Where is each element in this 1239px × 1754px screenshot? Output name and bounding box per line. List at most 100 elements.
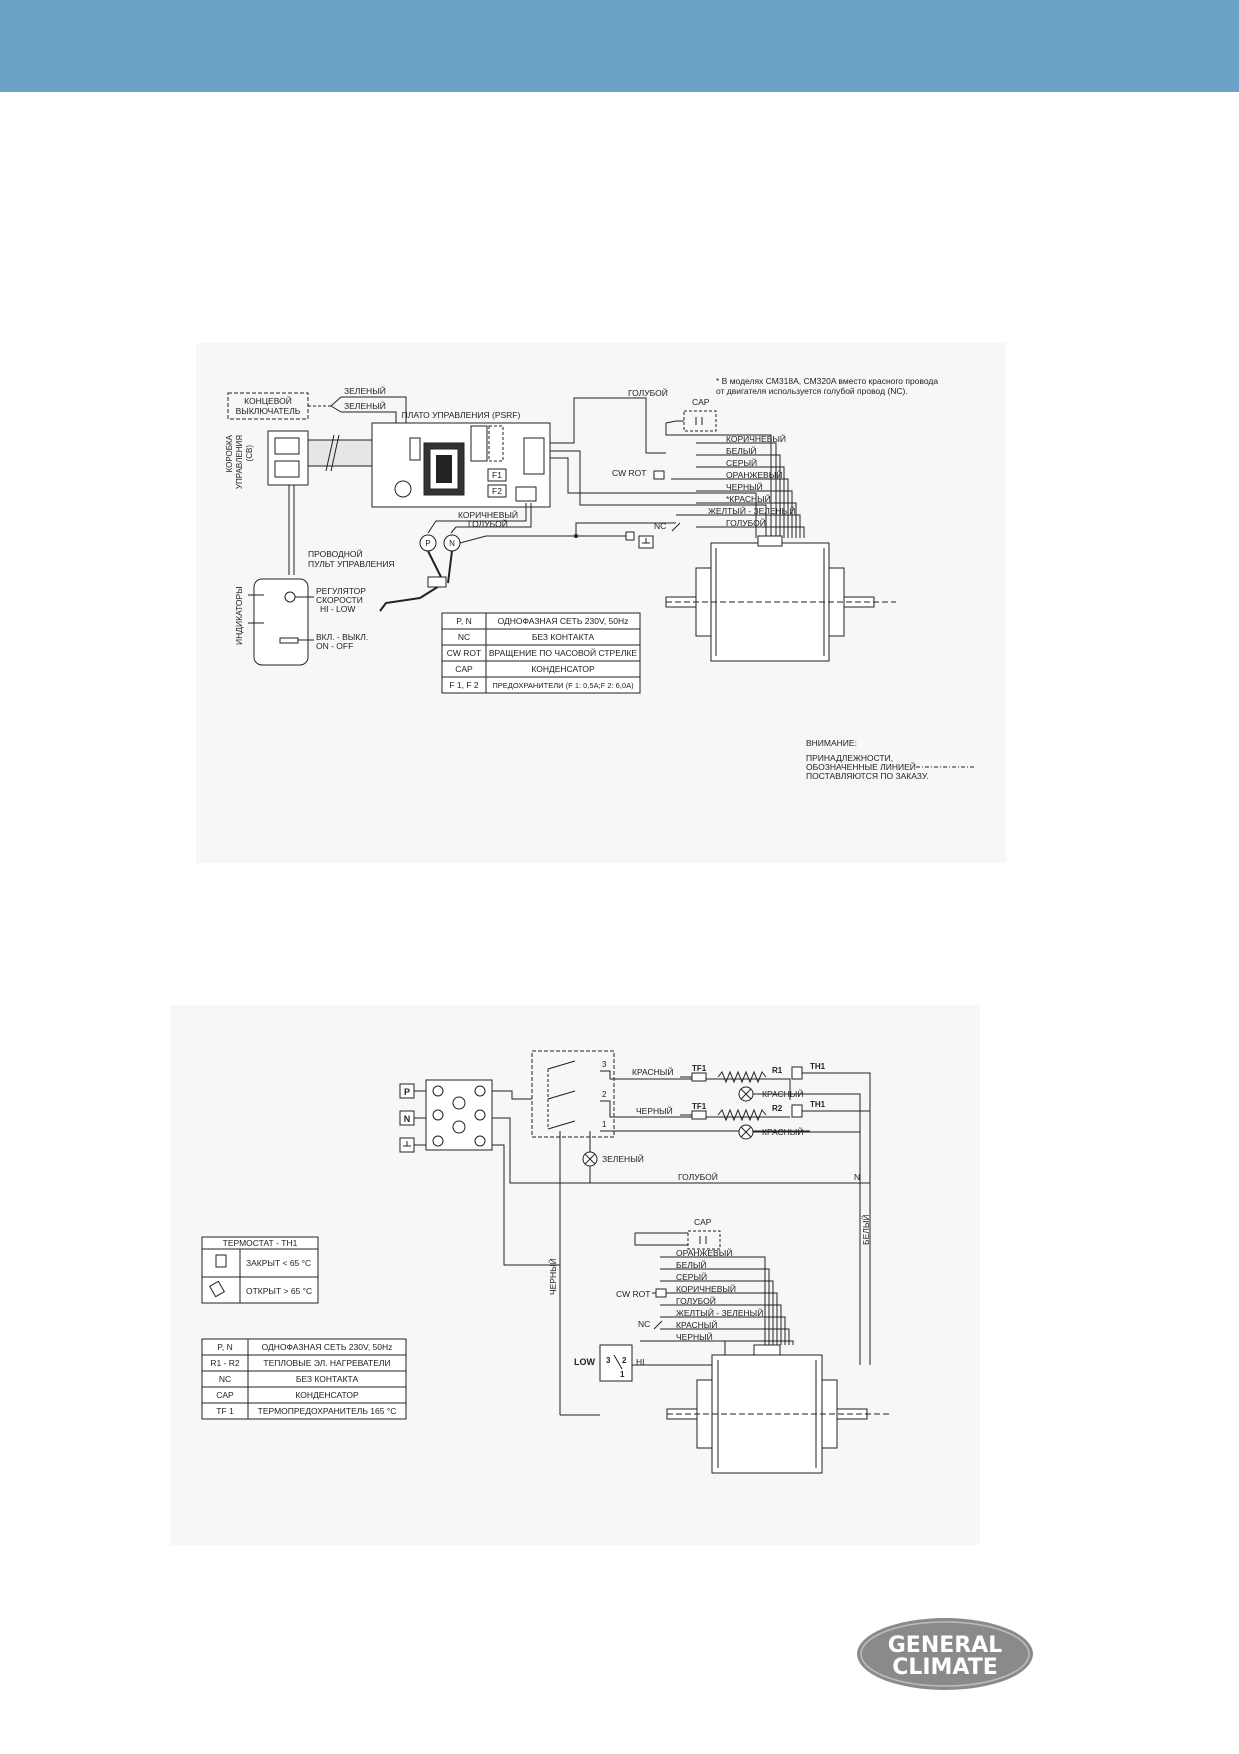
p-terminal-label-2: P xyxy=(404,1087,410,1097)
motor2-wire-label-6: ЖЕЛТЫЙ - ЗЕЛЕНЫЙ xyxy=(676,1307,763,1318)
legend1-text-2: БЕЗ КОНТАКТА xyxy=(532,632,595,642)
remote-label-2: ПУЛЬТ УПРАВЛЕНИЯ xyxy=(308,559,395,569)
speed-switch-num-1: 1 xyxy=(620,1370,625,1379)
legend2-code-5: TF 1 xyxy=(216,1406,234,1416)
thermostat-closed-icon xyxy=(215,1254,227,1268)
n-terminal-label-2: N xyxy=(404,1114,411,1124)
cap-label-2: CAP xyxy=(694,1217,712,1227)
wire-label-top-blue: ГОЛУБОЙ xyxy=(628,387,668,398)
tf1-label-1: TF1 xyxy=(692,1064,707,1073)
attention-label-4: ПОСТАВЛЯЮТСЯ ПО ЗАКАЗУ. xyxy=(806,771,928,781)
diagram-1-svg: * В моделях CM318A, CM320A вместо красно… xyxy=(225,376,976,781)
n-terminal-label: N xyxy=(449,539,455,548)
switch-number-1: 1 xyxy=(602,1120,607,1129)
r1-label: R1 xyxy=(772,1066,783,1075)
wire-label-blue-2: ГОЛУБОЙ xyxy=(678,1171,718,1182)
limit-switch-label-1: КОНЦЕВОЙ xyxy=(244,395,292,406)
fan-motor-icon xyxy=(665,535,896,662)
wire-label-black-vertical: ЧЕРНЫЙ xyxy=(547,1258,558,1295)
capacitor-icon-2 xyxy=(687,1230,721,1250)
speed-label-1: РЕГУЛЯТОР xyxy=(316,586,366,596)
p-terminal-label: P xyxy=(425,539,430,548)
cw-rot-label-2: CW ROT xyxy=(616,1289,650,1299)
motor-wire-label-3: СЕРЫЙ xyxy=(726,457,757,468)
legend2-code-3: NC xyxy=(219,1374,231,1384)
tf1-label-2: TF1 xyxy=(692,1102,707,1111)
n-end-label: N xyxy=(854,1172,860,1182)
motor-wire-label-1: КОРИЧНЕВЫЙ xyxy=(726,433,786,444)
nc-label-2: NC xyxy=(638,1319,650,1329)
motor2-wire-label-4: КОРИЧНЕВЫЙ xyxy=(676,1283,736,1294)
speed-switch-num-3: 3 xyxy=(606,1356,611,1365)
attention-label-3: ОБОЗНАЧЕННЫЕ ЛИНИЕЙ xyxy=(806,761,916,772)
speed-switch-num-2: 2 xyxy=(622,1356,627,1365)
legend1-text-4: КОНДЕНСАТОР xyxy=(531,664,595,674)
motor-wire-label-4: ОРАНЖЕВЫЙ xyxy=(726,469,782,480)
wire-label-brown: КОРИЧНЕВЫЙ xyxy=(458,509,518,520)
motor2-wire-label-7: КРАСНЫЙ xyxy=(676,1319,717,1330)
limit-switch-label-2: ВЫКЛЮЧАТЕЛЬ xyxy=(236,406,301,416)
logo-line-1: GENERAL xyxy=(888,1633,1003,1658)
control-box-label-1: КОРОБКА xyxy=(225,434,234,472)
wire-label-black: ЧЕРНЫЙ xyxy=(636,1105,673,1116)
legend2-code-2: R1 - R2 xyxy=(210,1358,240,1368)
wire-label-blue: ГОЛУБОЙ xyxy=(468,518,508,529)
legend1-code-2: NC xyxy=(458,632,470,642)
diagram-2-svg: P N 3 2 1 КРАСНЫЙ ЧЕРНЫЙ TF1 R1 TH1 КРАС… xyxy=(201,1050,890,1474)
control-box-label-3: (CB) xyxy=(245,445,254,462)
wiring-diagram-control-board: * В моделях CM318A, CM320A вместо красно… xyxy=(196,343,1006,863)
motor2-wire-label-1: ОРАНЖЕВЫЙ xyxy=(676,1247,732,1258)
motor-wire-label-6: *КРАСНЫЙ xyxy=(726,493,771,504)
speed-label-3: HI - LOW xyxy=(320,604,355,614)
legend1-text-3: ВРАЩЕНИЕ ПО ЧАСОВОЙ СТРЕЛКЕ xyxy=(489,647,638,658)
wiring-diagram-heater: P N 3 2 1 КРАСНЫЙ ЧЕРНЫЙ TF1 R1 TH1 КРАС… xyxy=(170,1005,980,1545)
wire-label-red: КРАСНЫЙ xyxy=(632,1066,673,1077)
legend2-code-4: CAP xyxy=(216,1390,234,1400)
motor-wire-label-8: ГОЛУБОЙ xyxy=(726,517,766,528)
cap-label: CAP xyxy=(692,397,710,407)
header-band xyxy=(0,0,1239,92)
nc-label: NC xyxy=(654,521,666,531)
general-climate-logo: GENERAL CLIMATE xyxy=(857,1618,1033,1690)
thermostat-table: ТЕРМОСТАТ - TH1 ЗАКРЫТ < 65 °C ОТКРЫТ > … xyxy=(201,1236,319,1304)
switch-number-3: 3 xyxy=(602,1060,607,1069)
th1-label-1: TH1 xyxy=(810,1062,826,1071)
onoff-label-2: ON - OFF xyxy=(316,641,353,651)
legend1-text-1: ОДНОФАЗНАЯ СЕТЬ 230V, 50Hz xyxy=(498,616,629,626)
motor-wire-label-5: ЧЕРНЫЙ xyxy=(726,481,763,492)
low-label: LOW xyxy=(574,1357,595,1367)
remote-label-1: ПРОВОДНОЙ xyxy=(308,548,363,559)
th1-label-2: TH1 xyxy=(810,1100,826,1109)
legend2-text-4: КОНДЕНСАТОР xyxy=(295,1390,359,1400)
thermostat-row-closed: ЗАКРЫТ < 65 °C xyxy=(246,1258,311,1268)
wired-remote-icon xyxy=(253,578,309,666)
legend2-text-5: ТЕРМОПРЕДОХРАНИТЕЛЬ 165 °C xyxy=(258,1406,397,1416)
r2-label: R2 xyxy=(772,1104,783,1113)
logo-line-2: CLIMATE xyxy=(892,1655,998,1680)
wire-label-white-vertical: БЕЛЫЙ xyxy=(860,1215,871,1245)
legend1-code-3: CW ROT xyxy=(447,648,481,658)
board-label: ПЛАТО УПРАВЛЕНИЯ (PSRF) xyxy=(402,410,521,420)
wire-label-green-1: ЗЕЛЕНЫЙ xyxy=(344,385,386,396)
note-line-2: от двигателя используется голубой провод… xyxy=(716,386,908,396)
legend-table-2: P, N ОДНОФАЗНАЯ СЕТЬ 230V, 50Hz R1 - R2 … xyxy=(201,1338,407,1420)
legend1-code-5: F 1, F 2 xyxy=(449,680,479,690)
capacitor-icon xyxy=(683,410,717,432)
fuse-f1-label: F1 xyxy=(492,470,502,480)
attention-label-2: ПРИНАДЛЕЖНОСТИ, xyxy=(806,753,893,763)
motor2-wire-label-2: БЕЛЫЙ xyxy=(676,1259,706,1270)
note-line-1: * В моделях CM318A, CM320A вместо красно… xyxy=(716,376,938,386)
fan-motor-icon-2 xyxy=(666,1344,890,1474)
onoff-label-1: ВКЛ. - ВЫКЛ. xyxy=(316,632,368,642)
legend2-text-2: ТЕПЛОВЫЕ ЭЛ. НАГРЕВАТЕЛИ xyxy=(263,1358,390,1368)
thermostat-row-open: ОТКРЫТ > 65 °C xyxy=(246,1286,312,1296)
heater-r1: TF1 R1 TH1 КРАСНЫЙ xyxy=(691,1062,826,1102)
wire-label-green-2: ЗЕЛЕНЫЙ xyxy=(344,400,386,411)
switch-number-2: 2 xyxy=(602,1090,607,1099)
legend-table-1: P, N ОДНОФАЗНАЯ СЕТЬ 230V, 50Hz NC БЕЗ К… xyxy=(441,612,641,694)
legend1-code-1: P, N xyxy=(456,616,471,626)
attention-label-1: ВНИМАНИЕ: xyxy=(806,738,857,748)
legend2-text-3: БЕЗ КОНТАКТА xyxy=(296,1374,359,1384)
motor2-wire-label-3: СЕРЫЙ xyxy=(676,1271,707,1282)
cw-rot-label: CW ROT xyxy=(612,468,646,478)
